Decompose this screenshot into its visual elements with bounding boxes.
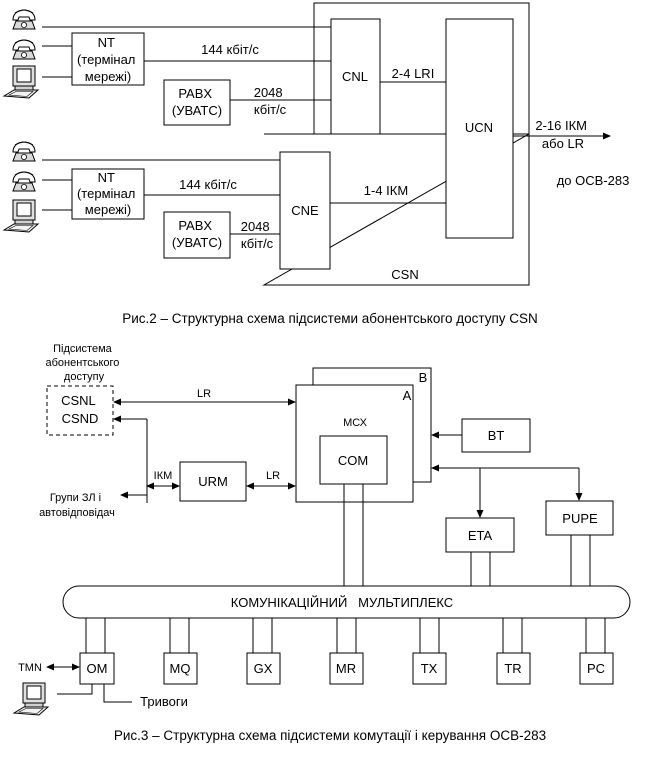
mq-link: [169, 618, 190, 653]
output-label: 2-16 ІКМ або LR: [535, 118, 590, 151]
telephone-icon: [12, 9, 36, 30]
telephone-icon: [12, 39, 36, 60]
label-b: B: [419, 370, 428, 385]
pabx2-label: PABX (УВАТС): [172, 218, 222, 250]
pc-link: [585, 618, 606, 653]
com-label: COM: [338, 453, 368, 468]
communication-multiplex: [62, 585, 631, 619]
lr-top-label: LR: [197, 388, 211, 400]
nt1-label: NT (термінал мережі): [77, 35, 139, 84]
lri-label: 2-4 LRI: [392, 66, 435, 81]
om-label: OM: [87, 661, 108, 676]
eta-label: ETA: [468, 528, 493, 543]
urm-box: [179, 461, 247, 502]
ucn-label: UCN: [465, 120, 493, 135]
mr-label: MR: [336, 661, 356, 676]
groups-label: Групи ЗЛ і автовідповідач: [39, 492, 115, 519]
pupe-label: PUPE: [562, 511, 598, 526]
rate-144-top: 144 кбіт/с: [201, 42, 259, 57]
rate-2048-top: 2048 кбіт/с: [254, 85, 287, 117]
csn-frame-lower: [262, 133, 530, 286]
eta-multiplex-link: [470, 552, 491, 586]
om-link: [85, 618, 106, 653]
ikm-14-label: 1-4 ІКМ: [364, 183, 408, 198]
computer-terminal-icon: [3, 199, 39, 233]
cnl-label: CNL: [342, 69, 368, 84]
gx-link: [252, 618, 273, 653]
csn-label: CSN: [391, 267, 418, 282]
om-alarms-line: [103, 684, 132, 703]
pabx-box-2: [163, 211, 231, 259]
gx-label: GX: [254, 661, 273, 676]
com-box: [319, 435, 388, 485]
figure-2: NT (термінал мережі) PABX (УВАТС) 144 кб…: [3, 2, 630, 326]
cne-box: [279, 151, 331, 270]
cnl-box: [330, 18, 381, 135]
tx-link: [419, 618, 440, 653]
csnl-csnd-box: [46, 385, 114, 436]
rate-144-bottom: 144 кбіт/с: [179, 177, 237, 192]
nt2-label: NT (термінал мережі): [77, 170, 139, 217]
tr-link: [502, 618, 523, 653]
line-devices-nt1: [42, 45, 72, 78]
multiplex-label: КОМУНІКАЦІЙНИЙ МУЛЬТИПЛЕКС: [231, 595, 453, 610]
com-multiplex-link: [343, 484, 364, 586]
pc-label: PC: [587, 661, 605, 676]
telephone-icon: [12, 141, 36, 162]
bt-label: BT: [488, 428, 505, 443]
mq-label: MQ: [170, 661, 191, 676]
pabx1-label: PABX (УВАТС): [172, 86, 222, 118]
subsystem-label: Підсистема абонентського доступу: [46, 343, 123, 383]
lr-mid-label: LR: [266, 470, 280, 482]
pupe-box: [545, 500, 614, 536]
computer-terminal-icon: [13, 682, 49, 716]
label-a: A: [403, 388, 412, 403]
tx-label: TX: [421, 661, 438, 676]
eta-box: [445, 517, 515, 553]
tr-box: [496, 652, 531, 685]
tr-label: TR: [504, 661, 521, 676]
rate-2048-bottom: 2048 кбіт/с: [241, 219, 274, 251]
gx-box: [246, 652, 281, 685]
cne-label: CNE: [291, 203, 319, 218]
nt-box-2: [71, 168, 145, 220]
om-box: [79, 652, 115, 685]
csnd-bus: [114, 419, 148, 503]
pc-box: [579, 652, 614, 685]
nt-box-1: [71, 32, 145, 86]
pupe-multiplex-link: [570, 535, 591, 586]
alarms-label: Тривоги: [140, 694, 188, 709]
csnl-csnd-label: CSNL CSND: [61, 393, 99, 426]
mr-box: [329, 652, 364, 685]
urm-label: URM: [198, 474, 228, 489]
line-devices-nt2: [42, 179, 72, 211]
bt-box: [461, 418, 531, 453]
figure-3: Підсистема абонентського доступу CSNL CS…: [13, 343, 631, 743]
om-terminal-line: [57, 684, 93, 695]
csn-frame-upper: [313, 2, 530, 135]
telephone-icon: [12, 171, 36, 192]
tx-box: [412, 652, 447, 685]
mr-link: [336, 618, 357, 653]
ucn-box: [445, 18, 514, 239]
figure-3-caption: Рис.3 – Структурна схема підсистеми кому…: [114, 728, 546, 743]
computer-terminal-icon: [3, 65, 39, 99]
tmn-label: TMN: [18, 662, 42, 674]
pabx-box-1: [163, 79, 231, 126]
mq-box: [163, 652, 198, 685]
ikm-label: ІКМ: [154, 470, 173, 482]
mcx-label: МСХ: [343, 417, 367, 429]
to-osv-label: до OCB-283: [557, 173, 630, 188]
figure-2-caption: Рис.2 – Структурна схема підсистеми абон…: [122, 311, 538, 326]
